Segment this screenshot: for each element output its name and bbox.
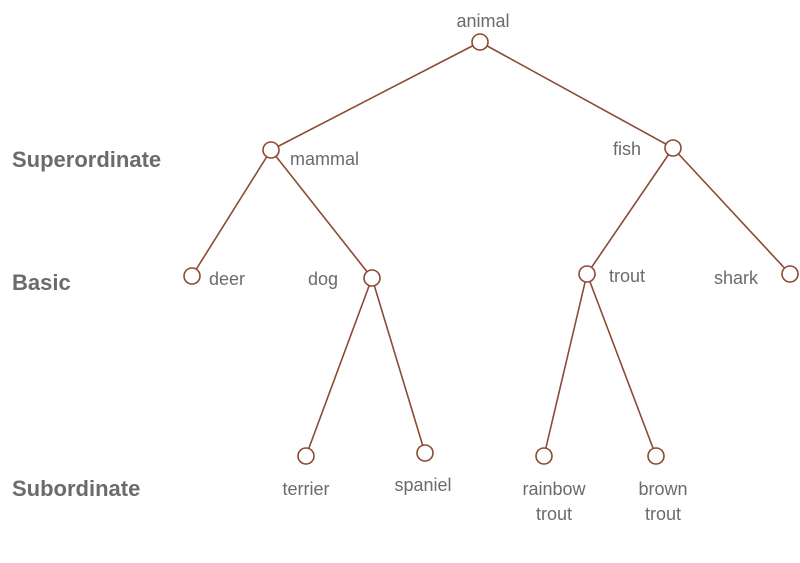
label-brown-trout-line1: brown (638, 479, 687, 499)
node-animal (471, 33, 489, 51)
node-deer (183, 267, 201, 285)
label-deer: deer (209, 269, 245, 289)
edge-dog-spaniel (371, 277, 426, 454)
label-rainbow-trout-line2: trout (536, 504, 572, 524)
node-dog (363, 269, 381, 287)
node-brown-trout (647, 447, 665, 465)
level-label-superordinate: Superordinate (12, 147, 161, 172)
edge-fish-trout (586, 147, 674, 275)
edge-fish-shark (672, 147, 791, 275)
label-shark: shark (714, 268, 759, 288)
label-brown-trout-line2: trout (645, 504, 681, 524)
node-mammal (262, 141, 280, 159)
label-dog: dog (308, 269, 338, 289)
label-spaniel: spaniel (394, 475, 451, 495)
level-label-basic: Basic (12, 270, 71, 295)
edge-mammal-deer (191, 149, 272, 277)
node-shark (781, 265, 799, 283)
node-trout (578, 265, 596, 283)
edge-dog-terrier (305, 277, 373, 457)
label-fish: fish (613, 139, 641, 159)
tree-labels: animal mammal fish deer dog trout shark … (209, 11, 759, 524)
label-terrier: terrier (282, 479, 329, 499)
label-rainbow-trout-line1: rainbow (522, 479, 586, 499)
edge-trout-rainbow (543, 273, 588, 457)
label-animal: animal (456, 11, 509, 31)
node-rainbow-trout (535, 447, 553, 465)
node-terrier (297, 447, 315, 465)
tree-nodes (183, 33, 799, 465)
edge-animal-fish (479, 41, 674, 149)
level-label-subordinate: Subordinate (12, 476, 140, 501)
node-spaniel (416, 444, 434, 462)
edge-animal-mammal (270, 41, 481, 151)
edge-trout-brown (586, 273, 657, 457)
edge-mammal-dog (270, 149, 373, 279)
label-trout: trout (609, 266, 645, 286)
node-fish (664, 139, 682, 157)
label-mammal: mammal (290, 149, 359, 169)
tree-edges (191, 41, 791, 457)
